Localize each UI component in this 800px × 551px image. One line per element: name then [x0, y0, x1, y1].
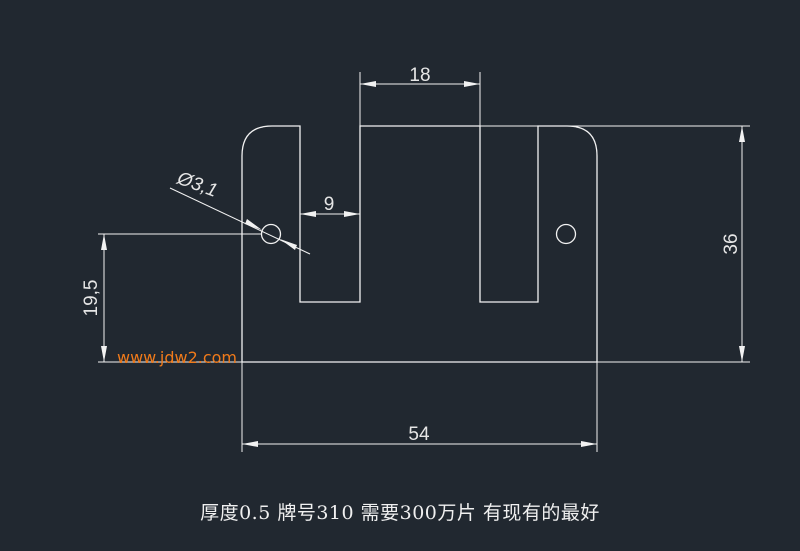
left-hole [260, 223, 282, 245]
watermark-text: www.jdw2.com [117, 348, 237, 367]
dim-label-diameter: Ø3,1 [173, 168, 220, 202]
dim-label-19-5: 19,5 [81, 280, 102, 317]
caption-text: 厚度0.5 牌号310 需要300万片 有现有的最好 [200, 502, 600, 524]
dimension-top-width: 18 [359, 65, 481, 126]
dimension-total-height: 36 [480, 125, 750, 363]
dim-label-36: 36 [721, 233, 742, 254]
right-hole [555, 223, 577, 245]
part-outline [241, 125, 598, 363]
dim-label-54: 54 [408, 424, 430, 445]
dim-label-18: 18 [409, 65, 430, 86]
dimension-hole-height: 19,5 [81, 233, 262, 363]
dimension-slot-width: 9 [300, 194, 360, 217]
dimension-total-width: 54 [241, 362, 598, 452]
dim-label-9: 9 [324, 194, 335, 215]
dimension-hole-diameter: Ø3,1 [169, 168, 311, 255]
